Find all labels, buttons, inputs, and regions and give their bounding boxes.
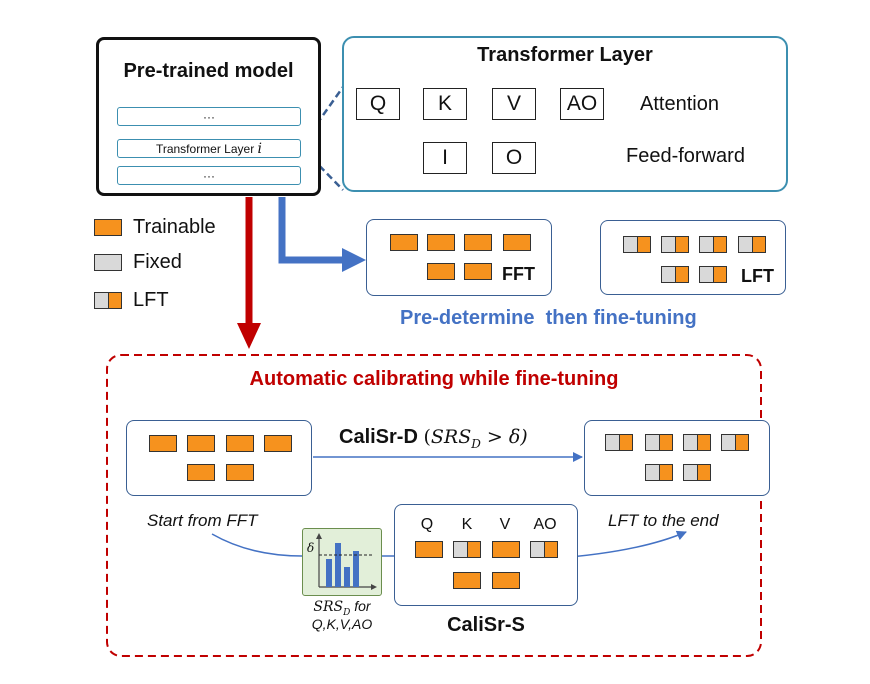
o-box: O [492, 142, 536, 174]
zoom-line-bottom [303, 149, 344, 191]
lft-block [699, 236, 727, 253]
pretrained-to-automatic-arrowhead [237, 323, 261, 349]
end-lft-block [683, 464, 711, 481]
start-fft-block [226, 435, 254, 452]
start-fft-block [187, 435, 215, 452]
legend-trainable-label: Trainable [133, 216, 216, 238]
k-box: K [423, 88, 467, 120]
srs-caption-line1: SRSD for [313, 598, 371, 618]
automatic-calibrating-title: Automatic calibrating while fine-tuning [249, 368, 619, 390]
lft-block [661, 236, 689, 253]
calisr-s-block [530, 541, 558, 558]
legend-trainable-swatch [94, 219, 122, 236]
fft-block [427, 234, 455, 251]
legend-lft-label: LFT [133, 289, 169, 311]
start-fft-panel [126, 420, 312, 496]
start-fft-block [226, 464, 254, 481]
calisr-d-label: CaliSr-D (SRSD > δ) [339, 426, 528, 451]
automatic-calibrating-panel [106, 354, 762, 657]
pretrained-layer-row-top: ··· [117, 107, 301, 126]
calisr-s-block [492, 541, 520, 558]
lft-panel [600, 220, 786, 295]
end-lft-block [721, 434, 749, 451]
calisr-s-block [453, 572, 481, 589]
srs-caption-line2: Q,K,V,AO [311, 616, 373, 632]
calisr-s-label: CaliSr-S [447, 614, 525, 636]
end-lft-block [645, 464, 673, 481]
i-box: I [423, 142, 467, 174]
end-lft-block [683, 434, 711, 451]
calisr-s-col-k: K [461, 516, 473, 533]
attention-label: Attention [640, 93, 719, 115]
fft-block [464, 234, 492, 251]
feed-forward-label: Feed-forward [626, 145, 745, 167]
calisr-s-block [492, 572, 520, 589]
calisr-s-block [453, 541, 481, 558]
srs-delta-label: δ [307, 541, 315, 555]
q-box: Q [356, 88, 400, 120]
end-lft-block [645, 434, 673, 451]
transformer-layer-title: Transformer Layer [477, 44, 653, 66]
legend-fixed-swatch [94, 254, 122, 271]
ao-box: AO [560, 88, 604, 120]
lft-block [661, 266, 689, 283]
legend-fixed-label: Fixed [133, 251, 182, 273]
end-lft-block [605, 434, 633, 451]
calisr-s-block [415, 541, 443, 558]
pretrained-layer-row-bottom: ··· [117, 166, 301, 185]
lft-block [699, 266, 727, 283]
fft-block [427, 263, 455, 280]
v-box: V [492, 88, 536, 120]
start-fft-block [187, 464, 215, 481]
start-from-fft-label: Start from FFT [147, 511, 258, 530]
end-lft-panel [584, 420, 770, 496]
calisr-s-col-q: Q [420, 516, 434, 533]
lft-block [738, 236, 766, 253]
fft-block [390, 234, 418, 251]
calisr-s-col-ao: AO [533, 516, 557, 533]
predetermine-caption: Pre-determine then fine-tuning [400, 307, 697, 329]
fft-label: FFT [502, 264, 535, 284]
pretrained-model-title: Pre-trained model [123, 60, 294, 82]
lft-block [623, 236, 651, 253]
fft-block [503, 234, 531, 251]
fft-panel [366, 219, 552, 296]
pretrained-to-predetermine-arrowhead [342, 248, 366, 272]
legend-lft-swatch [94, 292, 122, 309]
lft-label: LFT [741, 266, 774, 286]
srs-chart-icon [302, 528, 382, 596]
pretrained-to-predetermine-arrow [278, 197, 344, 264]
pretrained-layer-row-i: Transformer Layer i [117, 139, 301, 158]
start-fft-block [264, 435, 292, 452]
start-fft-block [149, 435, 177, 452]
calisr-s-col-v: V [499, 516, 511, 533]
fft-block [464, 263, 492, 280]
lft-to-the-end-label: LFT to the end [608, 511, 719, 530]
